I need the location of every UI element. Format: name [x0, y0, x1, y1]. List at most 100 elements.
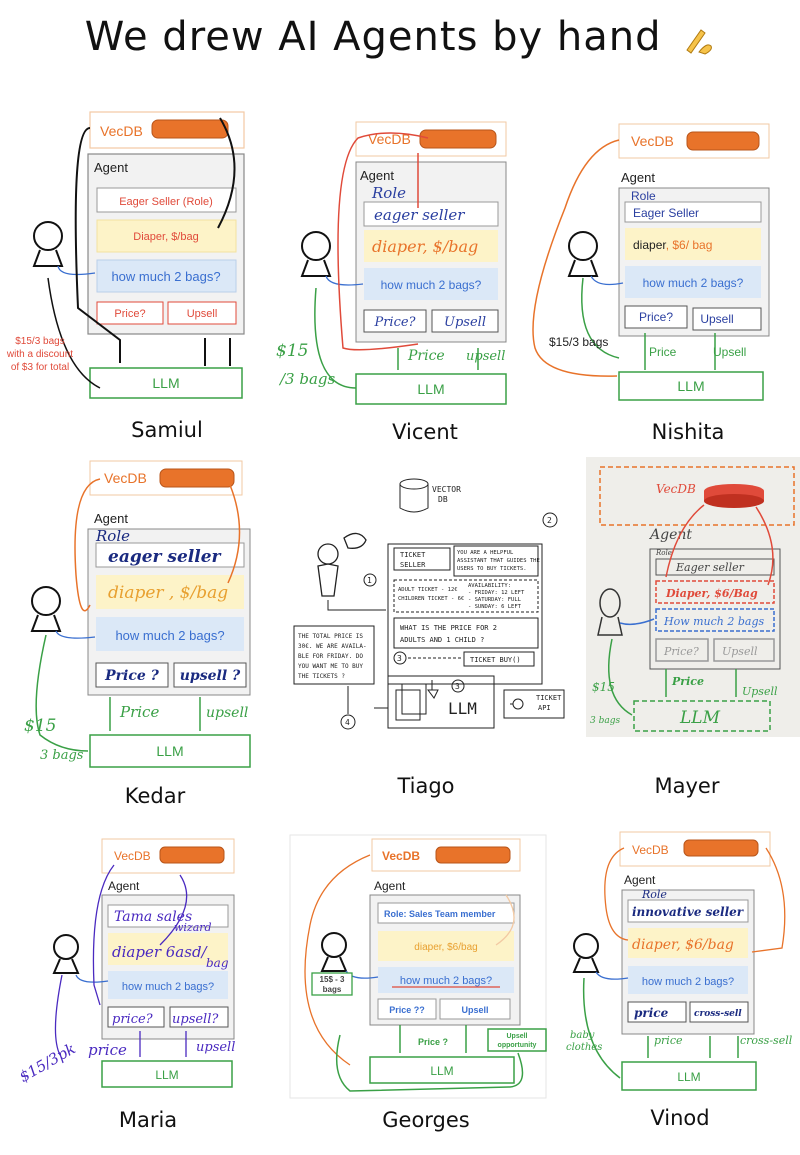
vecdb-label: VecDB [100, 123, 143, 139]
vecdb-label: VecDB [368, 131, 411, 147]
page-title: We drew AI Agents by hand [0, 14, 800, 60]
drawing-tiago: VECTOR DB 2 TICKET SELLER YOU ARE A HELP… [288, 468, 578, 748]
prices-line-1: ADULT TICKET - 12€ [398, 587, 458, 593]
nishita-diagram: VecDB Agent Role Eager Seller diaper, $6… [532, 123, 770, 401]
answer-line-1: 15$ - 3 [320, 975, 345, 984]
user-icon [567, 231, 599, 277]
agent-label: Agent [624, 873, 656, 887]
llm-label: LLM [152, 375, 179, 391]
ticket-seller-line-2: SELLER [400, 561, 426, 569]
product-line-2: bag [206, 956, 229, 970]
answer-line-3: BLE FOR FRIDAY. DO [298, 653, 363, 660]
price-arrow-label: Price [649, 345, 677, 359]
upsell-opportunity-line-2: opportunity [498, 1042, 537, 1049]
database-icon [686, 131, 760, 151]
vecdb-label: VecDB [114, 849, 151, 863]
answer-text: $15/3 bags [549, 335, 608, 349]
drawing-kedar: VecDB Agent Role eager seller diaper , $… [0, 455, 265, 775]
vector-db-label-1: VECTOR [432, 485, 461, 494]
vecdb-label: VecDB [382, 849, 420, 863]
price-text: price [634, 1006, 669, 1020]
product-text: diaper, $/bag [372, 237, 478, 256]
llm-label: LLM [430, 1064, 453, 1078]
llm-label: LLM [679, 708, 721, 728]
price-arrow-label: Price [407, 348, 445, 364]
upsell-opportunity-line-1: Upsell [506, 1033, 527, 1040]
user-icon [30, 586, 62, 632]
question-text: how much 2 bags? [400, 975, 492, 987]
kedar-diagram: VecDB Agent Role eager seller diaper , $… [24, 460, 251, 768]
role-label: Role [371, 184, 406, 202]
price-text: Price? [114, 308, 145, 320]
role-line-2: wizard [174, 921, 212, 934]
vicent-diagram: VecDB Agent Role eager seller diaper, $/… [276, 121, 507, 405]
product-text: Diaper, $6/Bag [665, 587, 758, 600]
upsell-text: cross-sell [694, 1009, 742, 1019]
vecdb-label: VecDB [631, 133, 674, 149]
role-line-3: USERS TO BUY TICKETS. [457, 566, 527, 572]
price-text: Price? [663, 645, 699, 658]
price-arrow-label: Price [671, 675, 704, 688]
step-3: 3 [397, 654, 402, 663]
user-icon [32, 221, 64, 267]
author-tiago: Tiago [397, 774, 455, 798]
upsell-arrow-label: upsell [466, 349, 505, 364]
llm-label: LLM [155, 1068, 178, 1082]
answer-line-1: baby [570, 1030, 595, 1041]
price-arrow-label: Price ? [418, 1037, 448, 1047]
question-line-2: ADULTS AND 1 CHILD ? [400, 636, 484, 644]
author-vicent: Vicent [392, 420, 458, 444]
answer-line-1: $15 [276, 341, 308, 361]
upsell-text: upsell? [172, 1012, 219, 1027]
step-1: 1 [367, 576, 372, 585]
agent-label: Agent [374, 879, 406, 893]
role-text: innovative seller [632, 905, 745, 919]
author-maria: Maria [118, 1108, 178, 1132]
author-vinod: Vinod [650, 1106, 710, 1130]
price-text: Price ?? [389, 1005, 425, 1015]
answer-line-2: 30€. WE ARE AVAILA- [298, 643, 367, 650]
price-arrow-label: price [654, 1034, 683, 1047]
answer-line-5: THE TICKETS ? [298, 673, 345, 680]
georges-diagram: VecDB Agent Role: Sales Team member diap… [289, 834, 547, 1099]
llm-label: LLM [448, 699, 477, 718]
answer-line-2: clothes [566, 1042, 602, 1053]
agent-label: Agent [108, 879, 140, 893]
product-text: diaper, $6/bag [632, 937, 734, 953]
role-text: Eager Seller (Role) [119, 196, 213, 208]
question-text: how much 2 bags? [643, 276, 744, 290]
question-text: how much 2 bags? [122, 981, 214, 993]
drawing-maria: VecDB Agent Tama sales wizard diaper 6as… [0, 835, 265, 1105]
database-icon [683, 839, 759, 857]
prices-line-2: CHILDREN TICKET - 6€ [398, 596, 464, 602]
question-text: how much 2 bags? [115, 628, 224, 643]
agent-label: Agent [94, 511, 128, 526]
vecdb-label: VecDB [632, 843, 669, 857]
answer-line-2: bags [323, 985, 342, 994]
api-line-2: API [538, 704, 551, 712]
drawing-georges: VecDB Agent Role: Sales Team member diap… [289, 834, 548, 1100]
drawing-nishita: VecDB Agent Role Eager Seller diaper, $6… [532, 108, 800, 408]
mayer-photo-background [586, 457, 800, 737]
vinod-diagram: VecDB Agent Role innovative seller diape… [566, 831, 793, 1091]
availability-line-3: - SATURDAY: FULL [468, 597, 522, 603]
price-text: Price ? [104, 668, 160, 684]
user-icon [572, 933, 600, 973]
upsell-text: Upsell [461, 1005, 488, 1015]
answer-line-3: of $3 for total [11, 362, 69, 373]
question-text: how much 2 bags? [381, 278, 482, 292]
step-4: 4 [345, 718, 350, 727]
step-2: 2 [547, 516, 552, 525]
availability-line-1: AVAILABILITY: [468, 583, 511, 589]
role-text: Eager seller [675, 561, 745, 574]
tiago-diagram: VECTOR DB 2 TICKET SELLER YOU ARE A HELP… [293, 478, 565, 730]
maria-diagram: VecDB Agent Tama sales wizard diaper 6as… [16, 838, 235, 1088]
database-icon [435, 846, 511, 864]
role-text: Eager Seller [633, 206, 699, 220]
tool-label: TICKET BUY() [470, 656, 521, 664]
author-kedar: Kedar [124, 784, 186, 808]
user-icon [317, 532, 367, 597]
mayer-diagram: VecDB Agent Role Eager seller Diaper, $6… [590, 466, 795, 732]
author-georges: Georges [382, 1108, 470, 1132]
answer-line-2: 3 bags [590, 716, 620, 726]
